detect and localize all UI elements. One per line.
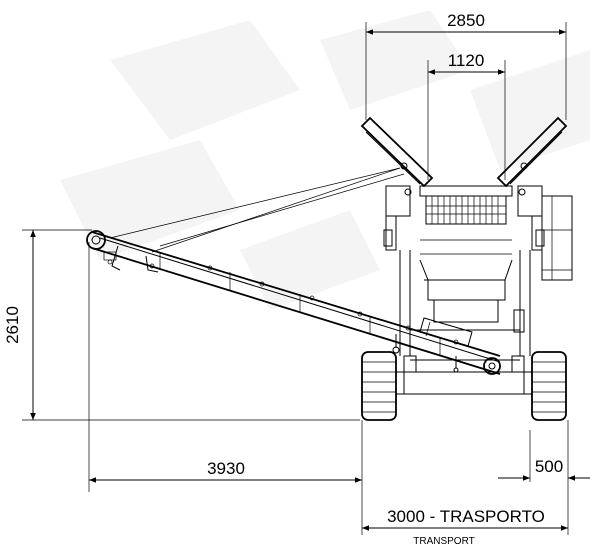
dimension-2850-label: 2850	[447, 11, 485, 30]
chassis	[395, 355, 533, 395]
dimension-500: 500	[498, 420, 590, 535]
dimension-1120: 1120	[427, 51, 506, 180]
dimension-transport-label: TRANSPORT	[413, 536, 475, 547]
screen-deck	[419, 185, 513, 225]
hopper	[419, 239, 513, 323]
right-hopper-flap	[496, 116, 568, 251]
dimension-1120-label: 1120	[448, 51, 485, 70]
brand-logo-watermark	[60, 10, 590, 310]
left-track	[361, 351, 397, 421]
side-conveyor	[86, 167, 501, 375]
dimension-3000-label: 3000 - TRASPORTO	[387, 507, 545, 526]
dimension-2610-label: 2610	[3, 306, 22, 344]
side-platform	[513, 195, 573, 333]
dimension-2610: 2610	[3, 229, 360, 421]
dimension-3930-label: 3930	[207, 459, 245, 478]
dimension-3930: 3930	[88, 242, 363, 535]
dimension-3000-transport: 3000 - TRASPORTO TRANSPORT	[362, 507, 568, 547]
right-track	[531, 351, 567, 421]
dimension-2850: 2850	[365, 11, 567, 120]
main-frame	[399, 250, 531, 361]
left-hopper-flap	[360, 116, 434, 251]
screening-machine	[86, 116, 573, 421]
dimension-500-label: 500	[535, 457, 563, 476]
